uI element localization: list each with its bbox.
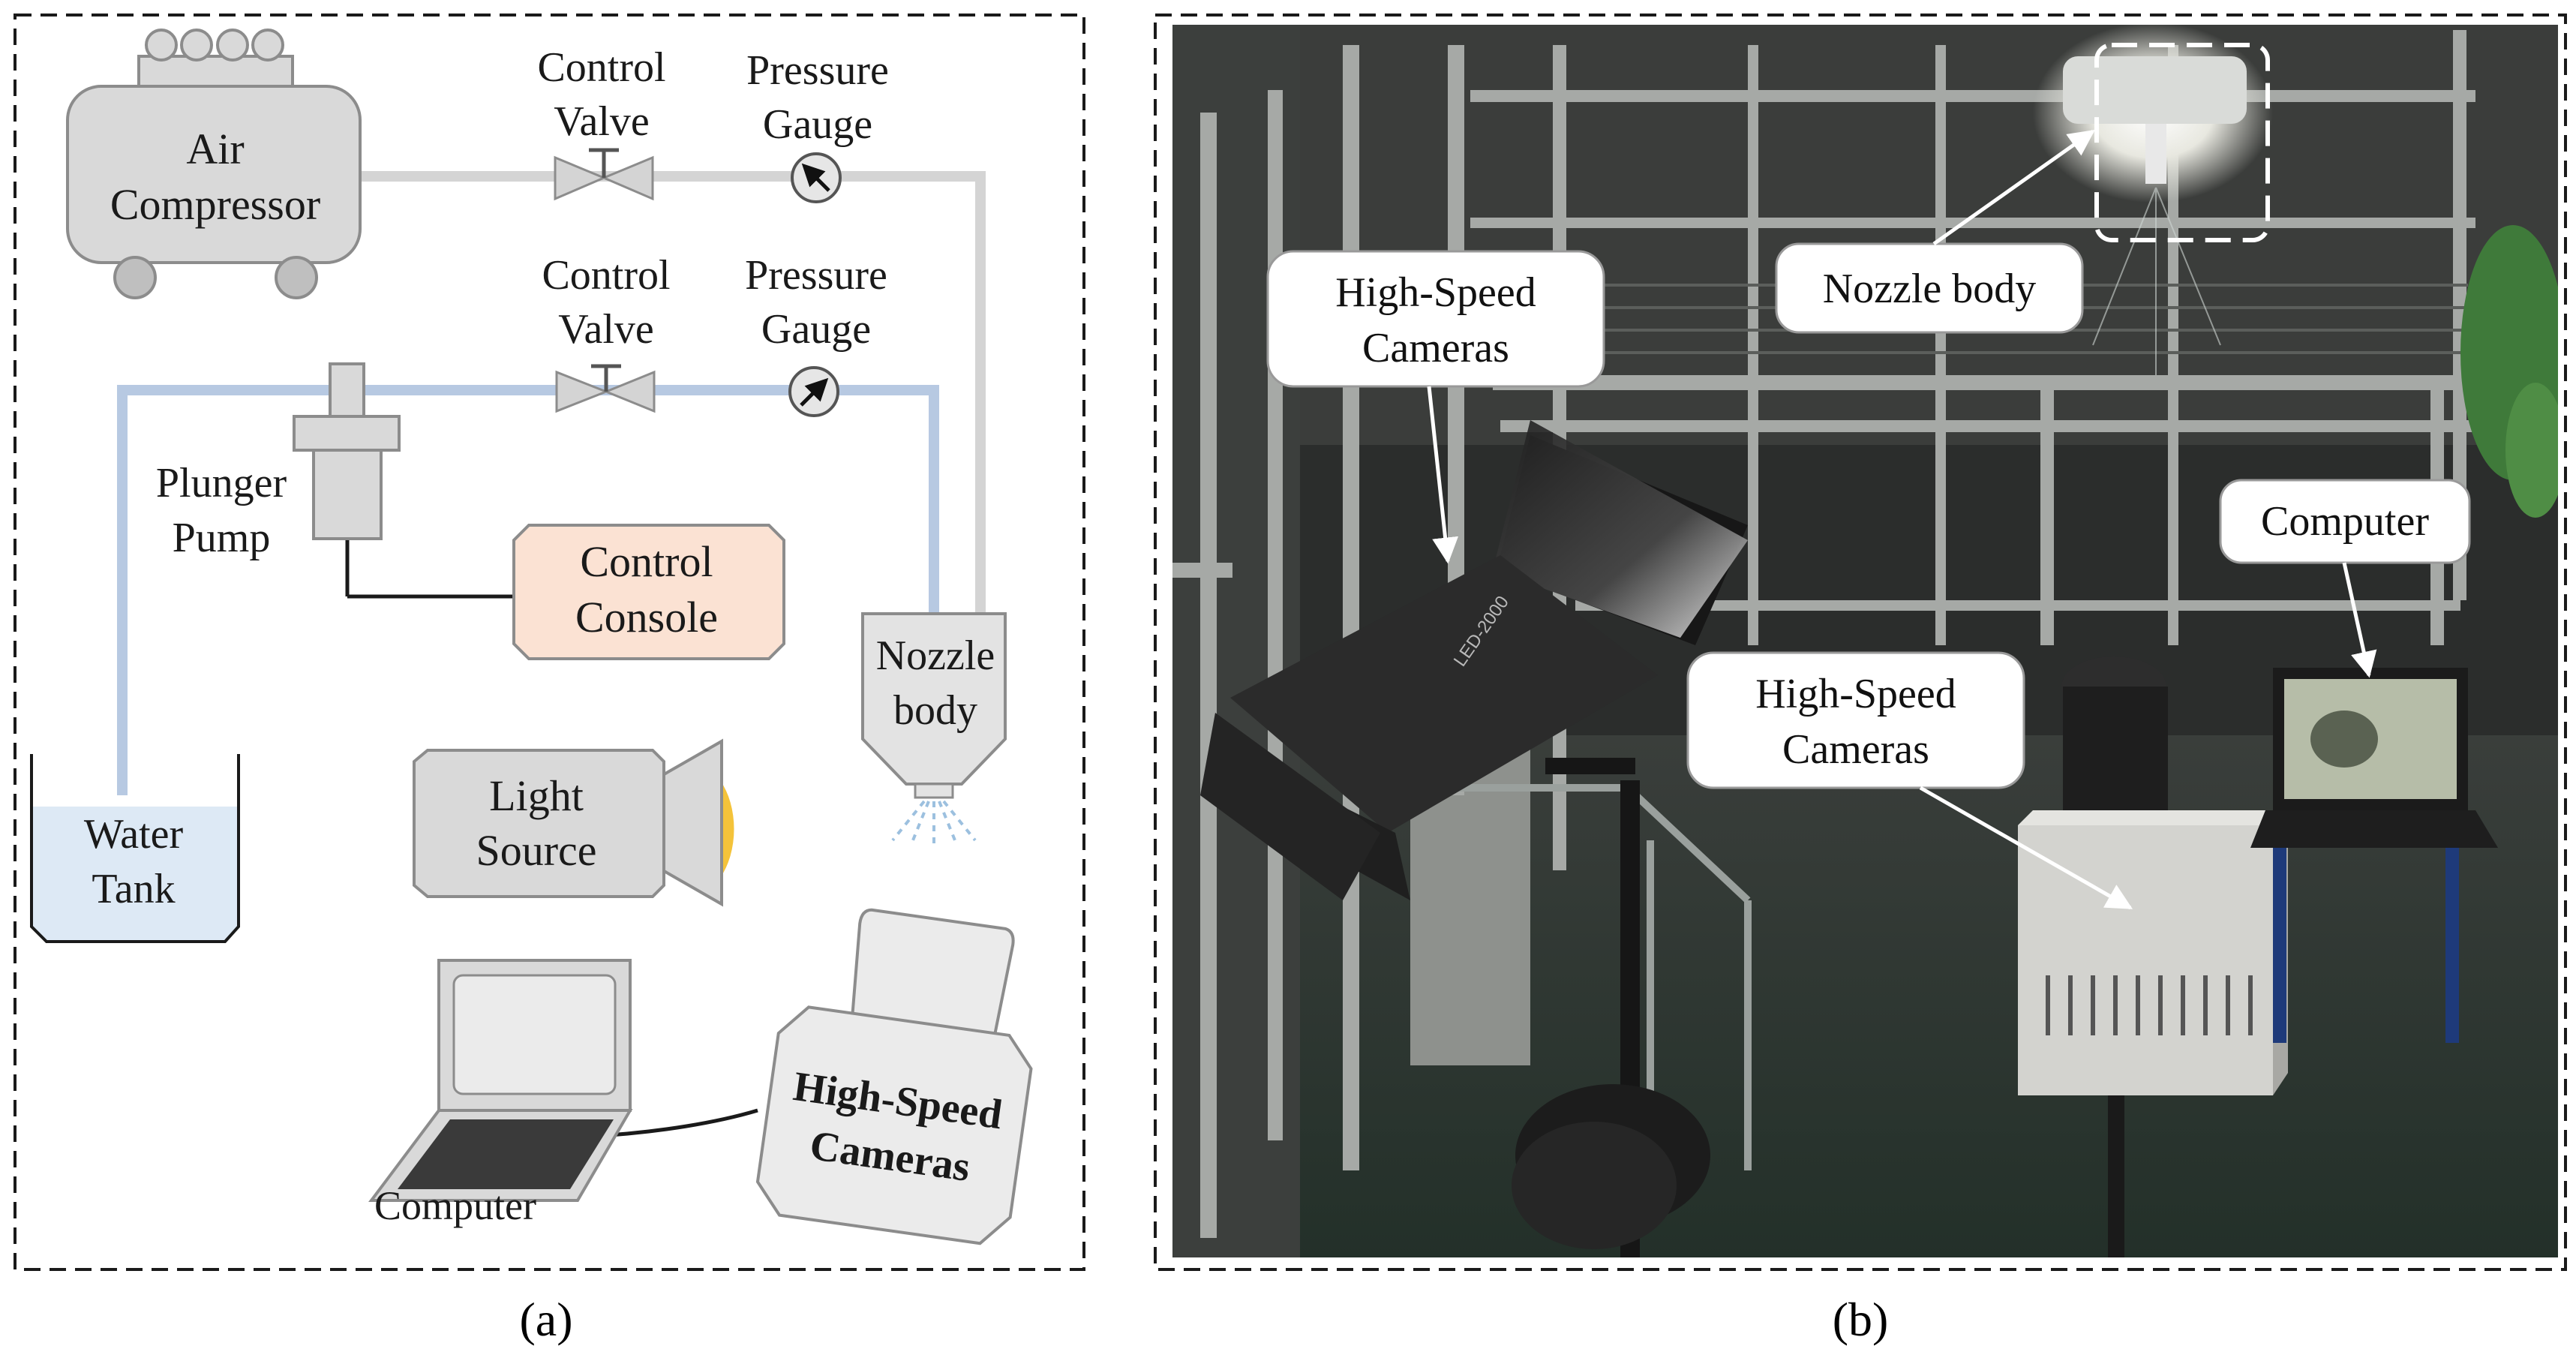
pressure-gauge-top-label-1: Pressure <box>746 47 889 94</box>
callout-arrow <box>1427 386 1459 564</box>
panel-a-caption: (a) <box>519 1293 572 1346</box>
plunger-pump: Plunger Pump <box>156 362 401 561</box>
nozzle-body: Nozzle body <box>861 612 1007 845</box>
water-tank-label-1: Water <box>84 811 184 858</box>
high-speed-cameras: High-Speed Cameras <box>755 908 1033 1245</box>
callout-cameras-center-line-1: High-Speed <box>1755 671 1956 717</box>
control-console-label-1: Control <box>580 537 713 586</box>
control-valve-mid-label-1: Control <box>542 252 670 299</box>
callout-cameras-center: High-Speed Cameras <box>1686 651 2133 910</box>
lab-photo: LED-2000 <box>1172 25 2558 1257</box>
callout-nozzle-body: Nozzle body <box>1775 129 2095 334</box>
control-valve-mid-label-2: Valve <box>558 306 654 353</box>
computer-label: Computer <box>374 1183 536 1228</box>
callout-computer-text: Computer <box>2261 498 2429 545</box>
control-console: Control Console <box>512 524 785 660</box>
callout-computer: Computer <box>2219 479 2471 678</box>
control-console-label-2: Console <box>575 593 718 641</box>
panel-b-frame <box>1154 14 2567 1271</box>
control-valve-mid: Control Valve <box>542 252 671 413</box>
light-source-label-1: Light <box>489 771 584 820</box>
callout-arrow <box>2342 562 2377 678</box>
callout-cameras-left-line-1: High-Speed <box>1335 269 1536 316</box>
panel-b-caption: (b) <box>1833 1293 1889 1346</box>
callout-arrow <box>1932 129 2095 246</box>
nozzle-body-label-1: Nozzle <box>876 632 995 679</box>
nozzle-body-label-2: body <box>893 687 977 734</box>
callout-cameras-center-line-2: Cameras <box>1782 726 1929 773</box>
computer: Computer <box>368 959 633 1228</box>
control-valve-top-label-1: Control <box>537 44 665 91</box>
plunger-pump-label-2: Pump <box>173 515 271 561</box>
light-source-label-2: Source <box>476 826 596 875</box>
panel-b: LED-2000 <box>1154 14 2567 1346</box>
callout-cameras-left: High-Speed Cameras <box>1266 250 1605 564</box>
air-compressor-label-2: Compressor <box>110 180 320 229</box>
water-tank: Water Tank <box>30 754 240 943</box>
laptop-photo <box>2250 668 2498 1043</box>
high-speed-camera-photo <box>2018 656 2288 1257</box>
nozzle-highlight-box <box>2094 43 2270 242</box>
air-compressor-label-1: Air <box>186 125 244 173</box>
water-tank-label-2: Tank <box>92 866 175 912</box>
pressure-gauge-top: Pressure Gauge <box>746 47 889 203</box>
light-source: Light Source <box>413 738 734 907</box>
water-line <box>117 385 939 795</box>
callout-arrow <box>1919 786 2133 910</box>
callout-cameras-left-line-2: Cameras <box>1362 325 1509 371</box>
callout-nozzle-body-text: Nozzle body <box>1823 266 2037 312</box>
air-compressor: Air Compressor <box>66 29 362 299</box>
control-valve-top-label-2: Valve <box>554 98 650 145</box>
pressure-gauge-mid-label-2: Gauge <box>761 306 871 353</box>
pressure-gauge-mid: Pressure Gauge <box>745 252 887 417</box>
plunger-pump-label-1: Plunger <box>156 460 287 506</box>
panel-a: Air Compressor Control Valve Pressure Ga… <box>14 14 1085 1346</box>
pressure-gauge-top-label-2: Gauge <box>763 101 872 148</box>
panel-a-frame <box>14 14 1085 1271</box>
control-valve-top: Control Valve <box>537 44 666 201</box>
pressure-gauge-mid-label-1: Pressure <box>745 252 887 299</box>
